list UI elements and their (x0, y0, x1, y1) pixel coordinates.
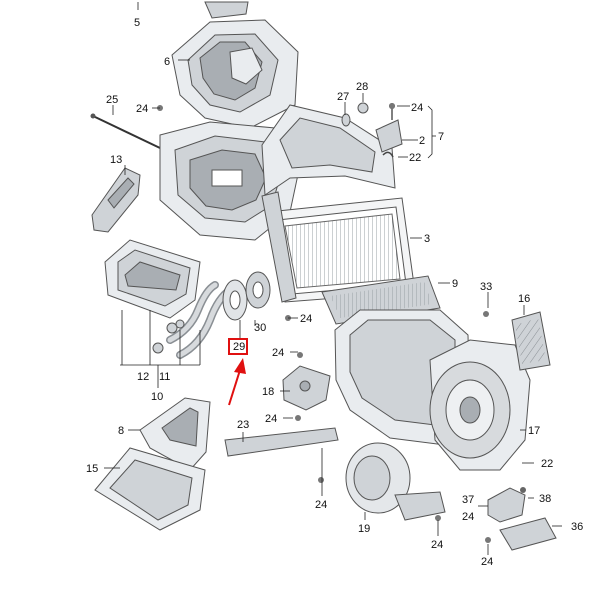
callout-24-e: 24 (265, 413, 277, 425)
callout-19: 19 (358, 523, 370, 535)
callout-11: 11 (159, 371, 170, 383)
callout-25: 25 (106, 94, 118, 106)
callout-9: 9 (452, 278, 458, 290)
callout-33: 33 (480, 281, 492, 293)
callout-6: 6 (164, 56, 170, 68)
callout-2: 2 (419, 135, 425, 147)
callout-36: 36 (571, 521, 583, 533)
part-15-tray (94, 447, 206, 531)
part-29-seal-ring (222, 279, 248, 321)
part-8-support-bracket (139, 397, 211, 471)
callout-29: 29 (233, 341, 245, 353)
callout-10: 10 (151, 391, 163, 403)
callout-5: 5 (134, 17, 140, 29)
part-10-heat-exchanger (104, 239, 201, 319)
part-28-grommet (357, 102, 369, 114)
part-16-grille (511, 311, 551, 371)
part-18-actuator (282, 365, 331, 411)
part-19-blower-motor (345, 442, 446, 521)
callout-7: 7 (438, 131, 444, 143)
callout-23: 23 (237, 419, 249, 431)
callout-27: 27 (337, 91, 349, 103)
callout-24-c: 24 (300, 313, 312, 325)
part-22-clip-upper (382, 151, 394, 158)
callout-22-b: 22 (541, 458, 553, 470)
callout-18: 18 (262, 386, 274, 398)
callout-24-f: 24 (315, 499, 327, 511)
callout-24-d: 24 (272, 347, 284, 359)
highlight-arrow-shaft (228, 369, 241, 406)
part-12-seals (152, 319, 185, 354)
highlight-box (228, 338, 248, 355)
callouts: 5 6 25 24 13 27 28 24 7 2 22 3 9 33 16 2… (86, 17, 583, 568)
callout-24-i: 24 (481, 556, 493, 568)
callout-30: 30 (254, 322, 266, 334)
part-3-evaporator-frame (261, 191, 416, 303)
part-37-38-actuator (487, 487, 526, 523)
part-2-bracket (375, 103, 403, 153)
leader-lines (104, 2, 562, 555)
part-36-bracket (499, 517, 557, 551)
callout-24-h: 24 (431, 539, 443, 551)
part-23-trim-strip (224, 427, 339, 457)
highlight-annotation (228, 338, 248, 406)
callout-24-b: 24 (411, 102, 423, 114)
callout-8: 8 (118, 425, 124, 437)
callout-24-g: 24 (462, 511, 474, 523)
callout-3: 3 (424, 233, 430, 245)
part-27-clip (341, 113, 351, 127)
callout-38: 38 (539, 493, 551, 505)
part-25-linkage-rod (90, 113, 161, 149)
callout-24-a: 24 (136, 103, 148, 115)
part-17-blower-scroll (429, 339, 531, 471)
callout-17: 17 (528, 425, 540, 437)
part-13-actuator-bracket (91, 167, 141, 233)
callout-37: 37 (462, 494, 474, 506)
callout-12: 12 (137, 371, 149, 383)
callout-15: 15 (86, 463, 98, 475)
callout-22-a: 22 (409, 152, 421, 164)
callout-13: 13 (110, 154, 122, 166)
evaporator-housing-top (261, 104, 396, 196)
screws-24 (157, 103, 491, 543)
highlight-arrow-head (234, 358, 246, 374)
part-5-cover (204, 1, 249, 19)
callout-28: 28 (356, 81, 368, 93)
part-30-flange (245, 271, 271, 309)
callout-16: 16 (518, 293, 530, 305)
part-6-distribution-housing (171, 19, 299, 129)
